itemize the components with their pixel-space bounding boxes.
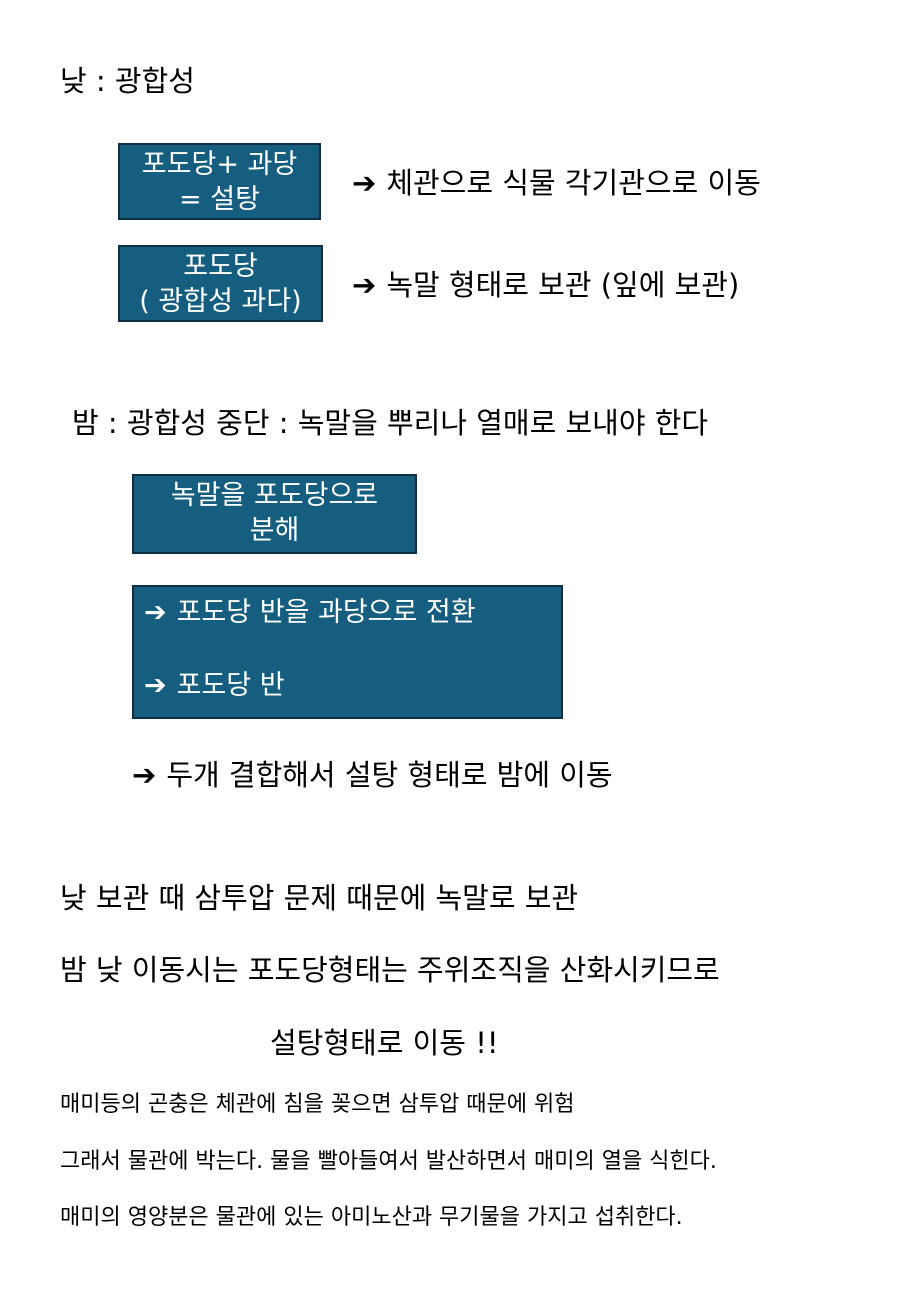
note-line5: 그래서 물관에 박는다. 물을 빨아들여서 발산하면서 매미의 열을 식힌다.: [60, 1149, 717, 1174]
box4-item1-text: 포도당 반을 과당으로 전환: [176, 597, 476, 628]
glucose-conversion-box: ➔ 포도당 반을 과당으로 전환 ➔ 포도당 반: [132, 585, 563, 719]
arrow-right-icon: ➔: [144, 670, 167, 701]
box4-item1: ➔ 포도당 반을 과당으로 전환: [144, 595, 561, 630]
box4-item2: ➔ 포도당 반: [144, 668, 561, 703]
day-heading: 낮 : 광합성: [60, 64, 195, 98]
box4-item2-text: 포도당 반: [176, 670, 285, 701]
note-line3: 설탕형태로 이동 !!: [270, 1026, 499, 1060]
arrow-right-icon: ➔: [132, 758, 157, 792]
storage-note-text: 녹말 형태로 보관 (잎에 보관): [386, 268, 740, 302]
arrow-right-icon: ➔: [352, 166, 377, 200]
note-line2: 밤 낮 이동시는 포도당형태는 주위조직을 산화시키므로: [60, 953, 720, 987]
night-heading: 밤 : 광합성 중단 : 녹말을 뿌리나 열매로 보내야 한다: [72, 406, 709, 440]
arrow-right-icon: ➔: [144, 597, 167, 628]
sugar-formula-box: 포도당+ 과당 = 설탕: [118, 143, 321, 220]
storage-note: ➔ 녹말 형태로 보관 (잎에 보관): [352, 262, 739, 304]
transport-note: ➔ 체관으로 식물 각기관으로 이동: [352, 160, 761, 202]
note-line4: 매미등의 곤충은 체관에 침을 꽂으면 삼투압 때문에 위험: [60, 1092, 575, 1117]
starch-breakdown-box: 녹말을 포도당으로 분해: [132, 474, 417, 554]
box2-line2: ( 광합성 과다): [139, 286, 302, 317]
box1-line2: = 설탕: [179, 184, 260, 215]
glucose-box: 포도당 ( 광합성 과다): [118, 245, 323, 322]
box3-line1: 녹말을 포도당으로: [170, 480, 379, 511]
note-line1: 낮 보관 때 삼투압 문제 때문에 녹말로 보관: [60, 881, 579, 915]
box1-line1: 포도당+ 과당: [141, 149, 298, 180]
combine-note-text: 두개 결합해서 설탕 형태로 밤에 이동: [166, 758, 613, 792]
arrow-right-icon: ➔: [352, 268, 377, 302]
box2-line1: 포도당: [183, 251, 258, 282]
combine-note: ➔ 두개 결합해서 설탕 형태로 밤에 이동: [132, 752, 613, 794]
transport-note-text: 체관으로 식물 각기관으로 이동: [386, 166, 761, 200]
box3-line2: 분해: [249, 515, 300, 546]
note-line6: 매미의 영양분은 물관에 있는 아미노산과 무기물을 가지고 섭취한다.: [60, 1205, 683, 1230]
